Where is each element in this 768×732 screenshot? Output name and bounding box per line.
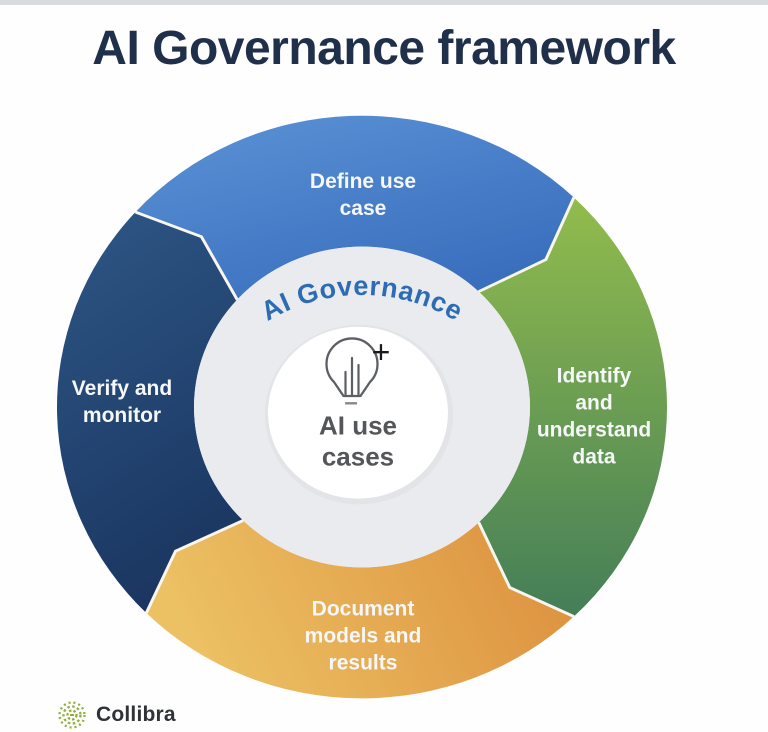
plus-cursor-icon: + [372, 334, 391, 370]
brand-footer: Collibra [57, 699, 176, 731]
hub-circle [268, 326, 448, 499]
segment-document-models-results [146, 520, 574, 699]
segment-identify-understand-data [478, 197, 668, 617]
segment-separators [134, 196, 576, 618]
window-top-strip [0, 0, 768, 5]
segment-define-use-case [135, 115, 574, 300]
collibra-logo-icon [58, 701, 86, 729]
page-title: AI Governance framework [92, 22, 676, 75]
lightbulb-bar-chart-icon [325, 337, 379, 398]
minus-icon: – [344, 389, 357, 416]
hub-label: AI use cases [318, 410, 398, 471]
segment-verify-monitor [56, 212, 244, 613]
brand-name: Collibra [96, 703, 176, 726]
